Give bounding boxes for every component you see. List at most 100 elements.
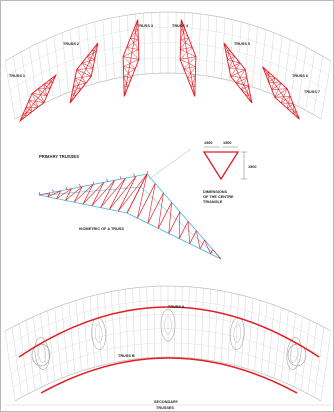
- bottom-grid-line: [82, 298, 89, 369]
- truss-diagonal: [76, 67, 93, 70]
- truss-diagonal: [81, 62, 92, 77]
- bottom-grid-line: [307, 323, 318, 394]
- truss-diagonal: [69, 94, 72, 103]
- bottom-grid-line: [26, 319, 36, 391]
- truss-diagonal: [123, 49, 139, 57]
- bottom-grid-line: [153, 286, 155, 358]
- iso-red-web: [38, 173, 222, 260]
- truss-diagonal: [268, 81, 282, 84]
- bottom-grid-line: [68, 302, 76, 374]
- iso-web-member: [73, 186, 83, 203]
- truss-diagonal: [183, 68, 196, 77]
- truss-web: [81, 62, 94, 69]
- truss-diagonal: [227, 59, 241, 64]
- iso-web-diagonal: [187, 221, 190, 244]
- iso-web-member: [137, 183, 156, 219]
- truss-diagonal: [38, 88, 50, 90]
- truss-diagonal: [23, 111, 33, 115]
- truss-diagonal: [235, 82, 249, 87]
- truss-web: [265, 72, 269, 75]
- truss-web: [37, 88, 48, 96]
- truss-diagonal: [241, 77, 248, 90]
- truss-web: [230, 69, 246, 77]
- secondary-label-2: TRUSSES: [156, 406, 174, 410]
- bottom-grid-line: [132, 288, 135, 360]
- iso-web-member: [47, 192, 51, 197]
- truss-diagonal: [180, 59, 196, 67]
- truss-diagonal: [187, 77, 196, 87]
- top-grid-ring: [9, 42, 327, 91]
- truss-diagonal: [223, 43, 226, 52]
- top-arc-inner: [14, 72, 322, 120]
- truss-web: [73, 86, 81, 90]
- truss-diagonal: [225, 51, 235, 57]
- top-grid-ring: [7, 27, 329, 76]
- truss-diagonal: [265, 74, 275, 78]
- bottom-grid-line: [227, 292, 233, 364]
- truss-diagonal: [287, 108, 297, 112]
- truss-diagonal: [73, 82, 87, 87]
- bottom-grid-line: [280, 310, 289, 382]
- iso-web-member: [178, 221, 189, 239]
- bottom-pod-inner: [233, 324, 242, 343]
- iso-web-diagonal: [47, 190, 61, 198]
- truss-2-label: TRUSS 2: [63, 42, 79, 46]
- truss-diagonal: [280, 88, 288, 103]
- truss-web: [227, 56, 235, 60]
- truss-diagonal: [49, 79, 51, 89]
- truss-web: [293, 111, 297, 114]
- truss-diagonal: [180, 39, 193, 48]
- truss-diagonal: [123, 86, 125, 97]
- truss-diagonal: [271, 88, 288, 90]
- truss-diagonal: [123, 59, 139, 67]
- primary-truss: [179, 19, 197, 97]
- bottom-grid-line: [75, 300, 82, 372]
- truss-diagonal: [180, 37, 189, 50]
- truss-5-label: TRUSS 5: [234, 42, 250, 46]
- truss-web: [31, 93, 45, 103]
- truss-web: [191, 86, 196, 88]
- iso-web-diagonal: [178, 211, 181, 239]
- truss-diagonal: [43, 84, 48, 96]
- bottom-grid-line: [181, 286, 183, 358]
- primary-truss: [262, 66, 300, 120]
- iso-web-diagonal: [56, 188, 72, 199]
- iso-tick: [92, 181, 95, 185]
- iso-web-member: [189, 230, 197, 244]
- iso-web-diagonal: [117, 173, 148, 212]
- bottom-pod-inner: [94, 324, 103, 343]
- truss-web: [71, 94, 76, 97]
- truss-diagonal: [81, 59, 95, 64]
- truss-diagonal: [76, 69, 87, 84]
- primary-truss: [19, 73, 57, 123]
- truss-diagonal: [293, 103, 294, 114]
- truss-web: [74, 77, 87, 84]
- dimensions-title-2: OF THE CENTRE: [203, 195, 234, 199]
- truss-web: [123, 86, 128, 88]
- bottom-grid-line: [33, 316, 42, 388]
- truss-web: [183, 66, 196, 69]
- iso-web-member: [100, 180, 115, 208]
- iso-web-diagonal: [82, 182, 105, 205]
- primary-truss-shapes: [19, 19, 300, 123]
- iso-web-diagonal: [137, 173, 148, 219]
- truss-web: [180, 56, 196, 60]
- bottom-grid-line: [267, 305, 275, 376]
- bottom-grid-line: [320, 330, 332, 402]
- bottom-grid-line: [96, 294, 102, 366]
- truss-diagonal: [87, 56, 94, 69]
- iso-tick: [65, 186, 68, 190]
- truss-web: [268, 77, 276, 83]
- bottom-grid-line: [220, 291, 225, 363]
- bottom-grid-line: [201, 288, 204, 360]
- bottom-grid-line: [254, 300, 261, 372]
- bottom-pod-inner: [164, 315, 172, 335]
- bottom-pod: [286, 337, 302, 370]
- dim-height: 1500: [248, 165, 256, 169]
- iso-web-diagonal: [91, 180, 115, 206]
- iso-tick: [106, 178, 108, 182]
- bottom-pod: [34, 337, 50, 370]
- truss-diagonal: [230, 62, 241, 77]
- truss-web: [43, 84, 51, 90]
